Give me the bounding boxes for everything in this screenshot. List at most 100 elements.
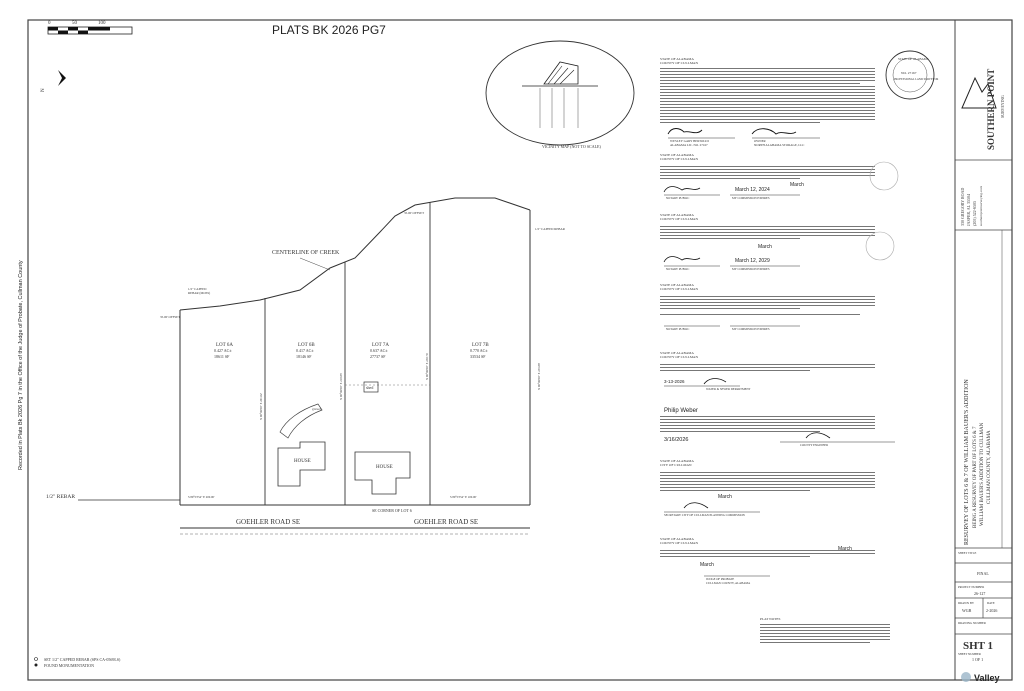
svg-text:gravel: gravel (312, 407, 321, 411)
certificates: STATE OF ALABAMA COUNTY OF CULLMAN WESLE… (660, 50, 939, 643)
svg-text:OWNER: OWNER (754, 139, 767, 143)
svg-text:18146 SF: 18146 SF (296, 354, 312, 359)
svg-text:COUNTY ENGINEER: COUNTY ENGINEER (800, 443, 828, 447)
svg-text:FINAL: FINAL (977, 571, 989, 576)
svg-text:S 89°53'54" E 200.00': S 89°53'54" E 200.00' (188, 495, 215, 499)
svg-text:LOT 6B: LOT 6B (298, 343, 315, 348)
svg-text:SECRETARY CITY OF CULLMAN PLAN: SECRETARY CITY OF CULLMAN PLANNING COMMI… (664, 513, 746, 517)
svg-text:March: March (700, 562, 714, 568)
road-label-1: GOEHLER ROAD SE (236, 518, 300, 526)
road: GOEHLER ROAD SE GOEHLER ROAD SE SE CORNE… (180, 508, 530, 535)
lot-7b: LOT 7B 0.770 AC± 33534 SF (470, 343, 489, 359)
svg-text:March: March (790, 182, 804, 188)
svg-text:CULLMAN COUNTY, ALABAMA: CULLMAN COUNTY, ALABAMA (706, 581, 751, 586)
north-arrow-icon: N (41, 70, 66, 92)
valley-watermark: Valley (961, 672, 1000, 683)
outer-border (27, 19, 1013, 681)
svg-text:COUNTY OF CULLMAN: COUNTY OF CULLMAN (660, 287, 698, 291)
svg-text:STATE OF ALABAMA: STATE OF ALABAMA (660, 351, 694, 355)
svg-text:HOUSE: HOUSE (294, 459, 311, 464)
svg-text:COUNTY OF CULLMAN: COUNTY OF CULLMAN (660, 157, 698, 161)
svg-text:SET 1/2" CAPPED REBAR (SPS CA-: SET 1/2" CAPPED REBAR (SPS CA-0569LS) (44, 657, 121, 662)
svg-text:PROJECT NUMBER: PROJECT NUMBER (958, 585, 984, 589)
lot-7a: LOT 7A 0.637 AC± 27737 SF (370, 343, 389, 359)
svg-text:STATE OF ALABAMA: STATE OF ALABAMA (660, 213, 694, 217)
svg-text:STATE OF ALABAMA: STATE OF ALABAMA (898, 57, 930, 61)
svg-text:COUNTY OF CULLMAN: COUNTY OF CULLMAN (660, 355, 698, 359)
svg-text:330 GREGORY ROAD: 330 GREGORY ROAD (960, 188, 965, 226)
svg-text:LOT 6A: LOT 6A (216, 343, 233, 348)
svg-text:STATE OF ALABAMA: STATE OF ALABAMA (660, 537, 694, 541)
company-sub: SURVEYING (1000, 95, 1005, 118)
company-name: SOUTHERN POINT (986, 69, 996, 150)
svg-text:50: 50 (72, 21, 78, 26)
svg-text:2-2026: 2-2026 (986, 608, 997, 613)
svg-text:WESLEY GARY BERTOLDI: WESLEY GARY BERTOLDI (670, 139, 709, 143)
shed: shed (363, 381, 379, 393)
svg-text:JUDGE OF PROBATE: JUDGE OF PROBATE (706, 577, 734, 581)
svg-text:N: N (41, 88, 46, 92)
svg-text:NOTARY PUBLIC: NOTARY PUBLIC (666, 267, 689, 271)
svg-text:PROFESSIONAL LAND SURVEYOR: PROFESSIONAL LAND SURVEYOR (894, 78, 939, 81)
svg-text:March 12, 2029: March 12, 2029 (735, 258, 770, 264)
svg-text:MY COMMISSION EXPIRES: MY COMMISSION EXPIRES (732, 196, 770, 200)
title-block: SOUTHERN POINT SURVEYING 330 GREGORY ROA… (955, 69, 1012, 662)
water-date: 3-13-2026 (664, 379, 685, 384)
svg-text:STATE OF ALABAMA: STATE OF ALABAMA (660, 283, 694, 287)
svg-text:DRAWING NUMBER: DRAWING NUMBER (958, 621, 986, 625)
svg-text:18611 SF: 18611 SF (214, 354, 230, 359)
svg-text:0: 0 (48, 21, 51, 26)
svg-text:COUNTY OF CULLMAN: COUNTY OF CULLMAN (660, 61, 698, 65)
road-label-2: GOEHLER ROAD SE (414, 518, 478, 526)
svg-text:S 89°53'54" E 100.00': S 89°53'54" E 100.00' (450, 495, 477, 499)
svg-text:MY COMMISSION EXPIRES: MY COMMISSION EXPIRES (732, 327, 770, 331)
svg-text:FOUND MONUMENTATION: FOUND MONUMENTATION (44, 663, 94, 668)
svg-text:0.427 AC±: 0.427 AC± (214, 348, 232, 353)
svg-text:N 00°06'06" E 235.88': N 00°06'06" E 235.88' (537, 363, 541, 390)
svg-text:0.637 AC±: 0.637 AC± (370, 348, 388, 353)
svg-text:March: March (718, 494, 732, 500)
svg-text:SHEET TITLE: SHEET TITLE (958, 551, 976, 555)
svg-text:Valley: Valley (974, 673, 1000, 683)
side-note: Recorded in Plats Bk 2026 Pg 7 in the Of… (18, 260, 24, 470)
svg-text:MY COMMISSION EXPIRES: MY COMMISSION EXPIRES (732, 267, 770, 271)
svg-text:LOT 7A: LOT 7A (372, 343, 389, 348)
svg-text:1/2" CAPPED: 1/2" CAPPED (188, 287, 207, 291)
svg-text:CITY OF CULLMAN: CITY OF CULLMAN (660, 463, 692, 467)
gravel-drive: gravel (279, 403, 323, 439)
svg-text:35.00' OFFSET: 35.00' OFFSET (160, 315, 180, 319)
company-logo-icon (961, 76, 997, 109)
svg-text:N 00°06'06" E 201.02': N 00°06'06" E 201.02' (259, 393, 263, 420)
svg-text:JASPER, AL 35504: JASPER, AL 35504 (966, 194, 972, 226)
svg-text:NOTARY PUBLIC: NOTARY PUBLIC (666, 327, 689, 331)
rebar-label: 1/2" REBAR (46, 494, 75, 500)
svg-text:DRAWN BY: DRAWN BY (958, 601, 975, 605)
svg-text:CULLMAN COUNTY, ALABAMA: CULLMAN COUNTY, ALABAMA (987, 430, 992, 504)
centerline-label: CENTERLINE OF CREEK (272, 250, 340, 256)
svg-text:N 00°06'06" E 238.76': N 00°06'06" E 238.76' (425, 353, 429, 380)
svg-text:March: March (838, 546, 852, 552)
surveyor-seal: STATE OF ALABAMA NO. 27167 PROFESSIONAL … (885, 50, 939, 100)
svg-text:WILLIAM BAUER'S ADDITION TO CU: WILLIAM BAUER'S ADDITION TO CULLMAN (980, 422, 985, 526)
plat-title: RESURVEY OF LOTS 6 & 7 OF WILLIAM BAUER'… (964, 379, 970, 545)
svg-text:March: March (758, 244, 772, 250)
svg-text:REBAR (MOSS): REBAR (MOSS) (188, 291, 210, 295)
svg-text:WATER & SEWER DEPARTMENT: WATER & SEWER DEPARTMENT (706, 387, 751, 391)
svg-text:26-127: 26-127 (974, 591, 985, 596)
svg-text:BEING A RESURVEY OF PART OF LO: BEING A RESURVEY OF PART OF LOTS 6 & 7 (973, 426, 978, 528)
svg-text:HOUSE: HOUSE (376, 465, 393, 470)
corner-label: SE CORNER OF LOT 6 (372, 508, 412, 513)
svg-text:1/2" CAPPED REBAR: 1/2" CAPPED REBAR (535, 227, 566, 231)
parcel-boundary: 1/2" REBAR S 89°53'54" E 200.00' S 89°53… (46, 197, 566, 506)
svg-text:0.417 AC±: 0.417 AC± (296, 348, 314, 353)
legend: SET 1/2" CAPPED REBAR (SPS CA-0569LS) FO… (34, 657, 121, 668)
house-2: HOUSE (354, 451, 411, 495)
header-note: PLATS BK 2026 PG7 (272, 23, 386, 37)
svg-text:STATE OF ALABAMA: STATE OF ALABAMA (660, 153, 694, 157)
svg-text:3/16/2026: 3/16/2026 (664, 437, 688, 443)
svg-text:LOT 7B: LOT 7B (472, 343, 489, 348)
svg-text:NOTARY PUBLIC: NOTARY PUBLIC (666, 196, 689, 200)
svg-text:27737 SF: 27737 SF (370, 354, 386, 359)
svg-text:ALABAMA LIC. NO. 27167: ALABAMA LIC. NO. 27167 (670, 143, 708, 147)
svg-text:PLAT NOTES: PLAT NOTES (760, 617, 781, 621)
